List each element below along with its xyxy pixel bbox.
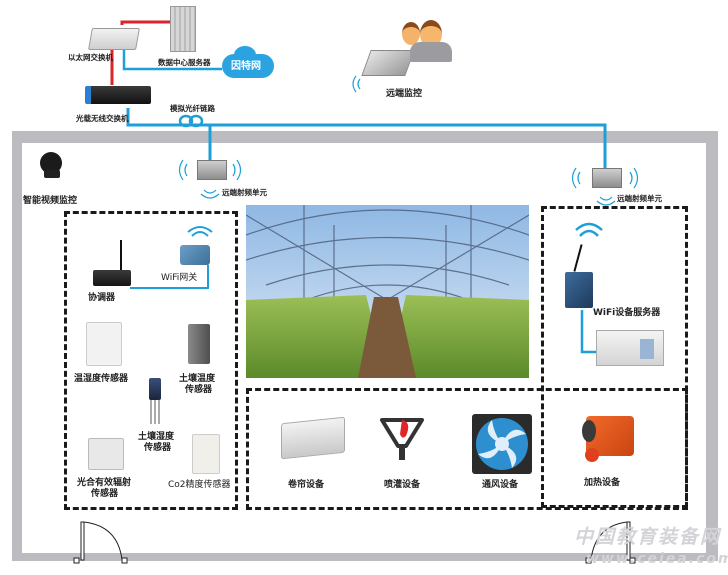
- temp-humidity-sensor-label: 温湿度传感器: [74, 374, 129, 384]
- plc-controller-panel: [640, 339, 654, 359]
- roller-blind-device-icon: [281, 416, 345, 460]
- optical-wireless-switch-label: 光载无线交换机: [76, 114, 129, 123]
- actuator-zone: [246, 388, 688, 510]
- soil-moisture-sensor-label-1: 土壤湿度: [138, 432, 175, 442]
- wifi-gateway-icon: [180, 245, 210, 265]
- par-sensor-label-2: 传感器: [91, 489, 119, 499]
- soil-moisture-probes: [150, 400, 160, 424]
- remote-monitoring-label: 远端监控: [386, 89, 423, 99]
- coordinator-label: 协调器: [88, 293, 116, 303]
- coordinator-antenna: [120, 240, 122, 270]
- heating-device-burner: [585, 448, 599, 462]
- datacenter-server-label: 数据中心服务器: [158, 58, 211, 67]
- ventilation-fan-icon: [472, 414, 532, 474]
- rf-unit-left-icon: [197, 160, 227, 180]
- sprinkler-shape: [380, 418, 424, 460]
- fiber-coil-left: [178, 114, 194, 128]
- par-sensor-icon: [88, 438, 124, 470]
- greenhouse-photo-illustration: [246, 205, 529, 378]
- fan-blades: [476, 418, 528, 470]
- analog-fiber-link-label: 模拟光纤链路: [170, 104, 215, 113]
- device-server-zone: [541, 206, 688, 508]
- device-label-sprinkler: 喷灌设备: [384, 480, 421, 490]
- device-label-roller-blind: 卷帘设备: [288, 480, 325, 490]
- greenhouse-photo: [246, 205, 529, 378]
- user-icon-2: [420, 20, 442, 48]
- co2-sensor-icon: [192, 434, 220, 474]
- sensor-zone: [64, 211, 238, 510]
- ethernet-switch-label: 以太网交换机: [68, 53, 113, 62]
- device-label-heating: 加热设备: [584, 478, 621, 488]
- soil-temp-sensor-label-1: 土壤温度: [179, 374, 216, 384]
- device-label-ventilation: 通风设备: [482, 480, 519, 490]
- sprinkler-device-icon: [376, 414, 428, 460]
- rf-unit-right-label: 远端射频单元: [617, 194, 662, 203]
- temp-humidity-sensor-icon: [86, 322, 122, 366]
- wifi-gateway-label: WiFi网关: [161, 273, 198, 283]
- fiber-coil-right: [188, 114, 204, 128]
- user-body: [410, 42, 452, 62]
- rf-unit-right-icon: [592, 168, 622, 188]
- ethernet-switch-icon: [88, 28, 140, 50]
- soil-moisture-sensor-icon: [149, 378, 161, 400]
- watermark-text-url: www.ceiea.com: [586, 551, 728, 567]
- par-sensor-label-1: 光合有效辐射: [77, 478, 132, 488]
- internet-label: 因特网: [231, 61, 261, 72]
- internet-cloud-bump: [234, 46, 256, 64]
- soil-temp-sensor-label-2: 传感器: [185, 385, 213, 395]
- rf-unit-left-label: 远端射频单元: [222, 188, 267, 197]
- ethernet-link-server: [120, 20, 170, 25]
- wifi-signal-remote-monitor: [352, 75, 361, 93]
- datacenter-server-icon: [170, 6, 196, 52]
- wifi-device-server-icon: [565, 272, 593, 308]
- video-camera-base: [44, 170, 60, 178]
- video-monitoring-label: 智能视频监控: [23, 196, 78, 206]
- co2-sensor-label: Co2精度传感器: [168, 480, 231, 490]
- coordinator-icon: [93, 270, 131, 286]
- video-camera-icon: [40, 152, 62, 174]
- heating-device-outlet: [582, 420, 596, 442]
- optical-wireless-switch-icon: [85, 86, 151, 104]
- user-icon-1: [402, 22, 420, 45]
- soil-temp-sensor-icon: [188, 324, 210, 364]
- wifi-device-server-label: WiFi设备服务器: [593, 308, 661, 318]
- watermark-text-cn: 中国教育装备网: [574, 526, 722, 548]
- laptop-icon: [361, 50, 415, 76]
- soil-moisture-sensor-label-2: 传感器: [144, 443, 172, 453]
